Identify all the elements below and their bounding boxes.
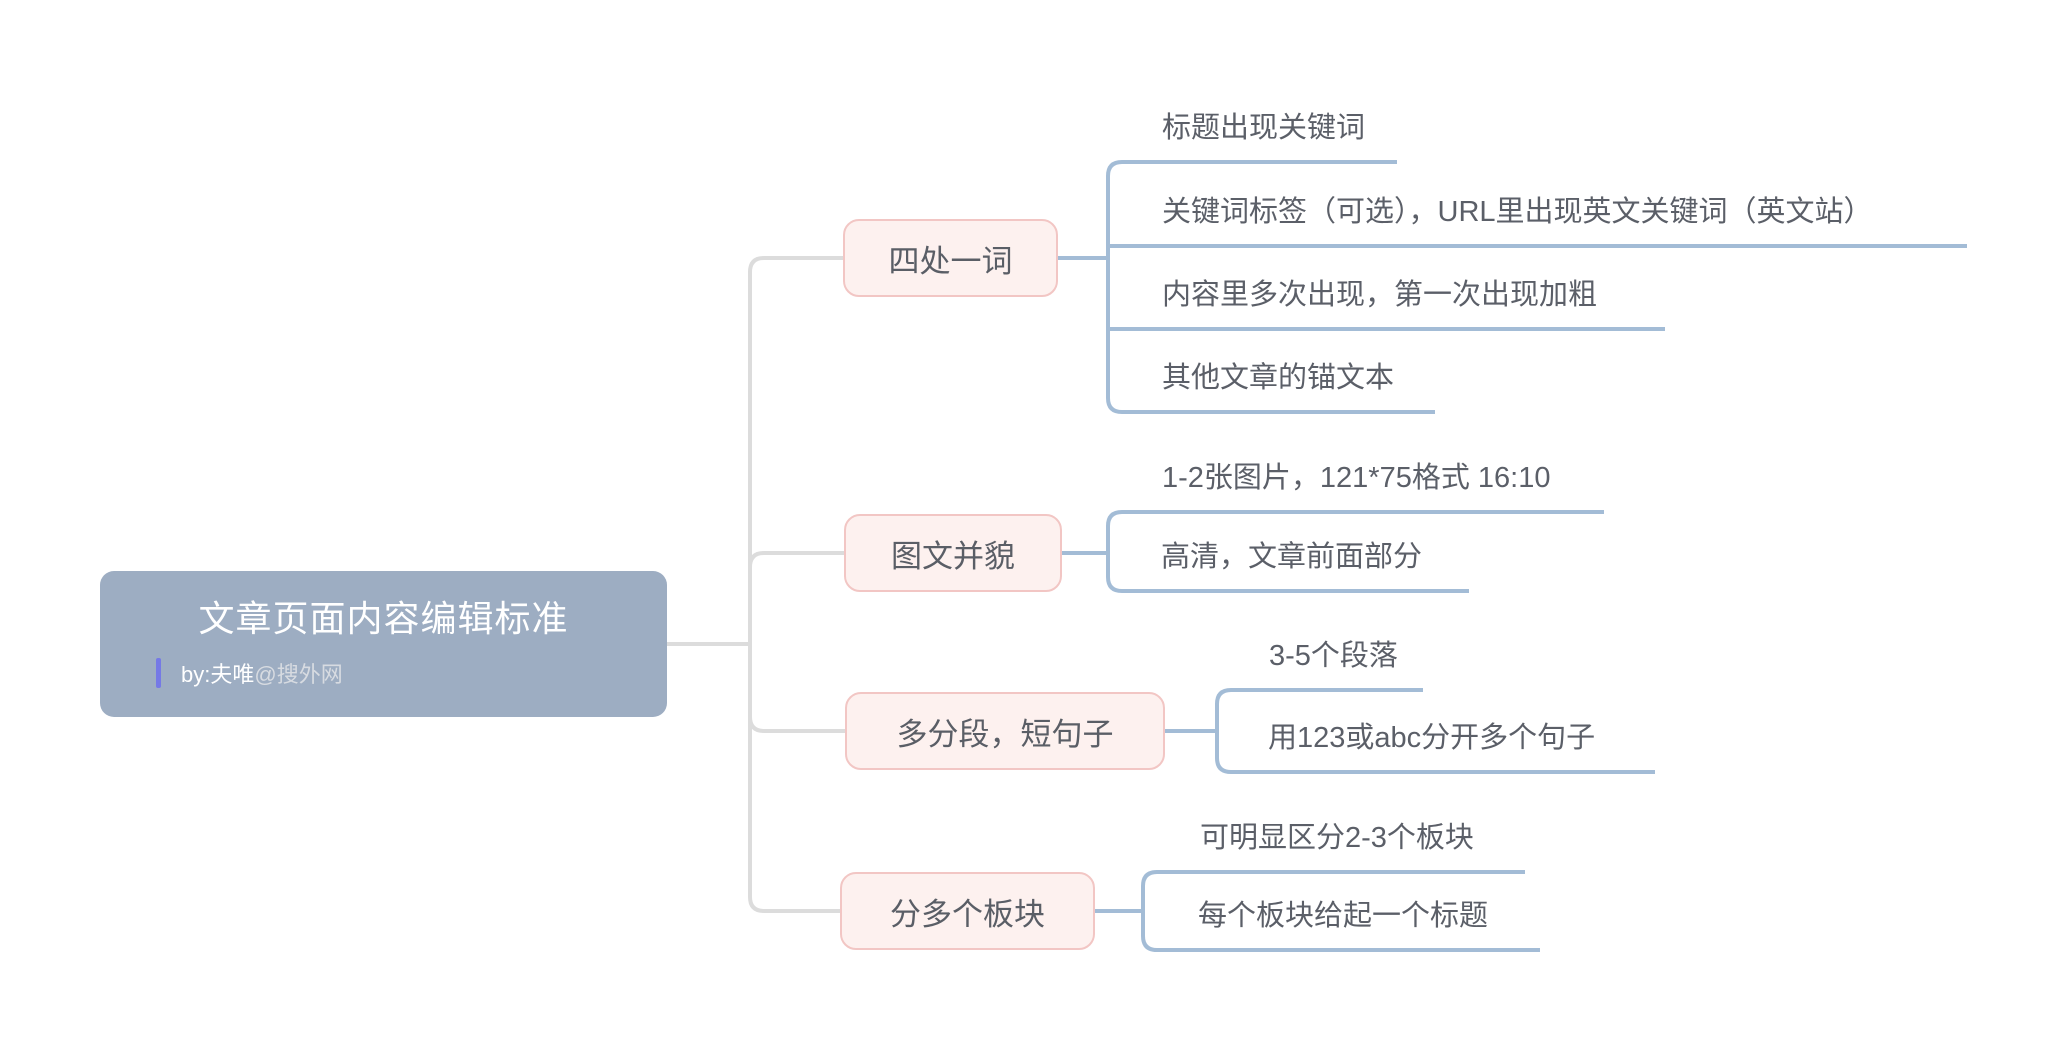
branch-topic-2-label: 图文并貌 (891, 538, 1015, 574)
subtopic-3-2[interactable]: 用123或abc分开多个句子 (1268, 722, 1596, 754)
branch-topic-4[interactable]: 分多个板块 (840, 872, 1095, 950)
branch-topic-1[interactable]: 四处一词 (843, 219, 1058, 297)
subtopic-2-2[interactable]: 高清，文章前面部分 (1161, 541, 1423, 573)
branch-topic-3-label: 多分段，短句子 (896, 716, 1114, 752)
branch-connector-lines (1056, 160, 1967, 952)
branch-topic-4-label: 分多个板块 (890, 896, 1045, 932)
subtopic-3-1[interactable]: 3-5个段落 (1269, 640, 1398, 672)
branch-topic-3[interactable]: 多分段，短句子 (845, 692, 1165, 770)
byline-accent-bar (156, 658, 161, 688)
subtopic-1-1[interactable]: 标题出现关键词 (1162, 112, 1366, 144)
subtopic-1-3[interactable]: 内容里多次出现，第一次出现加粗 (1162, 279, 1598, 311)
byline-site: @搜外网 (254, 662, 343, 687)
branch-topic-2[interactable]: 图文并貌 (844, 514, 1062, 592)
byline-author: by:夫唯 (181, 662, 255, 687)
root-topic[interactable]: 文章页面内容编辑标准 by:夫唯@搜外网 (100, 571, 667, 717)
subtopic-2-1[interactable]: 1-2张图片，121*75格式 16:10 (1162, 462, 1551, 494)
subtopic-4-1[interactable]: 可明显区分2-3个板块 (1200, 822, 1474, 854)
branch-topic-1-label: 四处一词 (888, 243, 1013, 279)
root-topic-title: 文章页面内容编辑标准 (198, 598, 569, 639)
subtopic-1-2[interactable]: 关键词标签（可选），URL里出现英文关键词（英文站） (1162, 196, 1873, 228)
subtopic-4-2[interactable]: 每个板块给起一个标题 (1198, 900, 1489, 932)
root-topic-byline: by:夫唯@搜外网 (156, 657, 343, 689)
trunk-lines (662, 256, 846, 913)
subtopic-1-4[interactable]: 其他文章的锚文本 (1162, 362, 1395, 394)
